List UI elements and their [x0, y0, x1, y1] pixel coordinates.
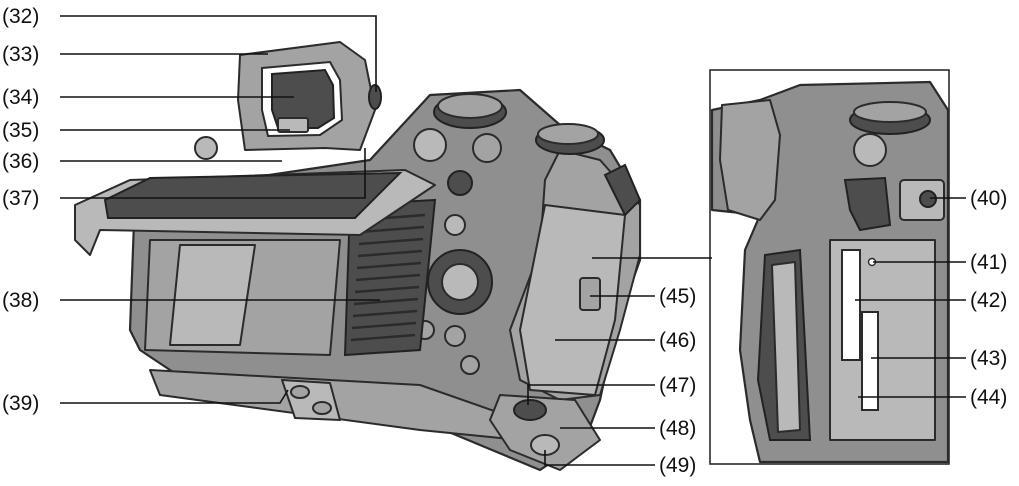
- callout-38: (38): [2, 289, 39, 312]
- callout-34: (34): [2, 86, 39, 109]
- callout-40: (40): [970, 187, 1007, 210]
- callout-36: (36): [2, 150, 39, 173]
- callout-37: (37): [2, 187, 39, 210]
- callout-42: (42): [970, 289, 1007, 312]
- callout-46: (46): [659, 329, 696, 352]
- callout-43: (43): [970, 347, 1007, 370]
- callout-47: (47): [659, 374, 696, 397]
- callout-44: (44): [970, 386, 1007, 409]
- callout-48: (48): [659, 417, 696, 440]
- callout-45: (45): [659, 285, 696, 308]
- callout-41: (41): [970, 251, 1007, 274]
- callout-32: (32): [2, 5, 39, 28]
- card-slot-inset: [709, 69, 950, 465]
- camera-body-illustration: [74, 41, 642, 472]
- callout-49: (49): [659, 454, 696, 477]
- leader-lines: [60, 15, 966, 466]
- callout-35: (35): [2, 119, 39, 142]
- callout-39: (39): [2, 392, 39, 415]
- callout-labels: (32) (33) (34) (35) (36) (37) (38) (39) …: [2, 5, 1007, 477]
- callout-33: (33): [2, 43, 39, 66]
